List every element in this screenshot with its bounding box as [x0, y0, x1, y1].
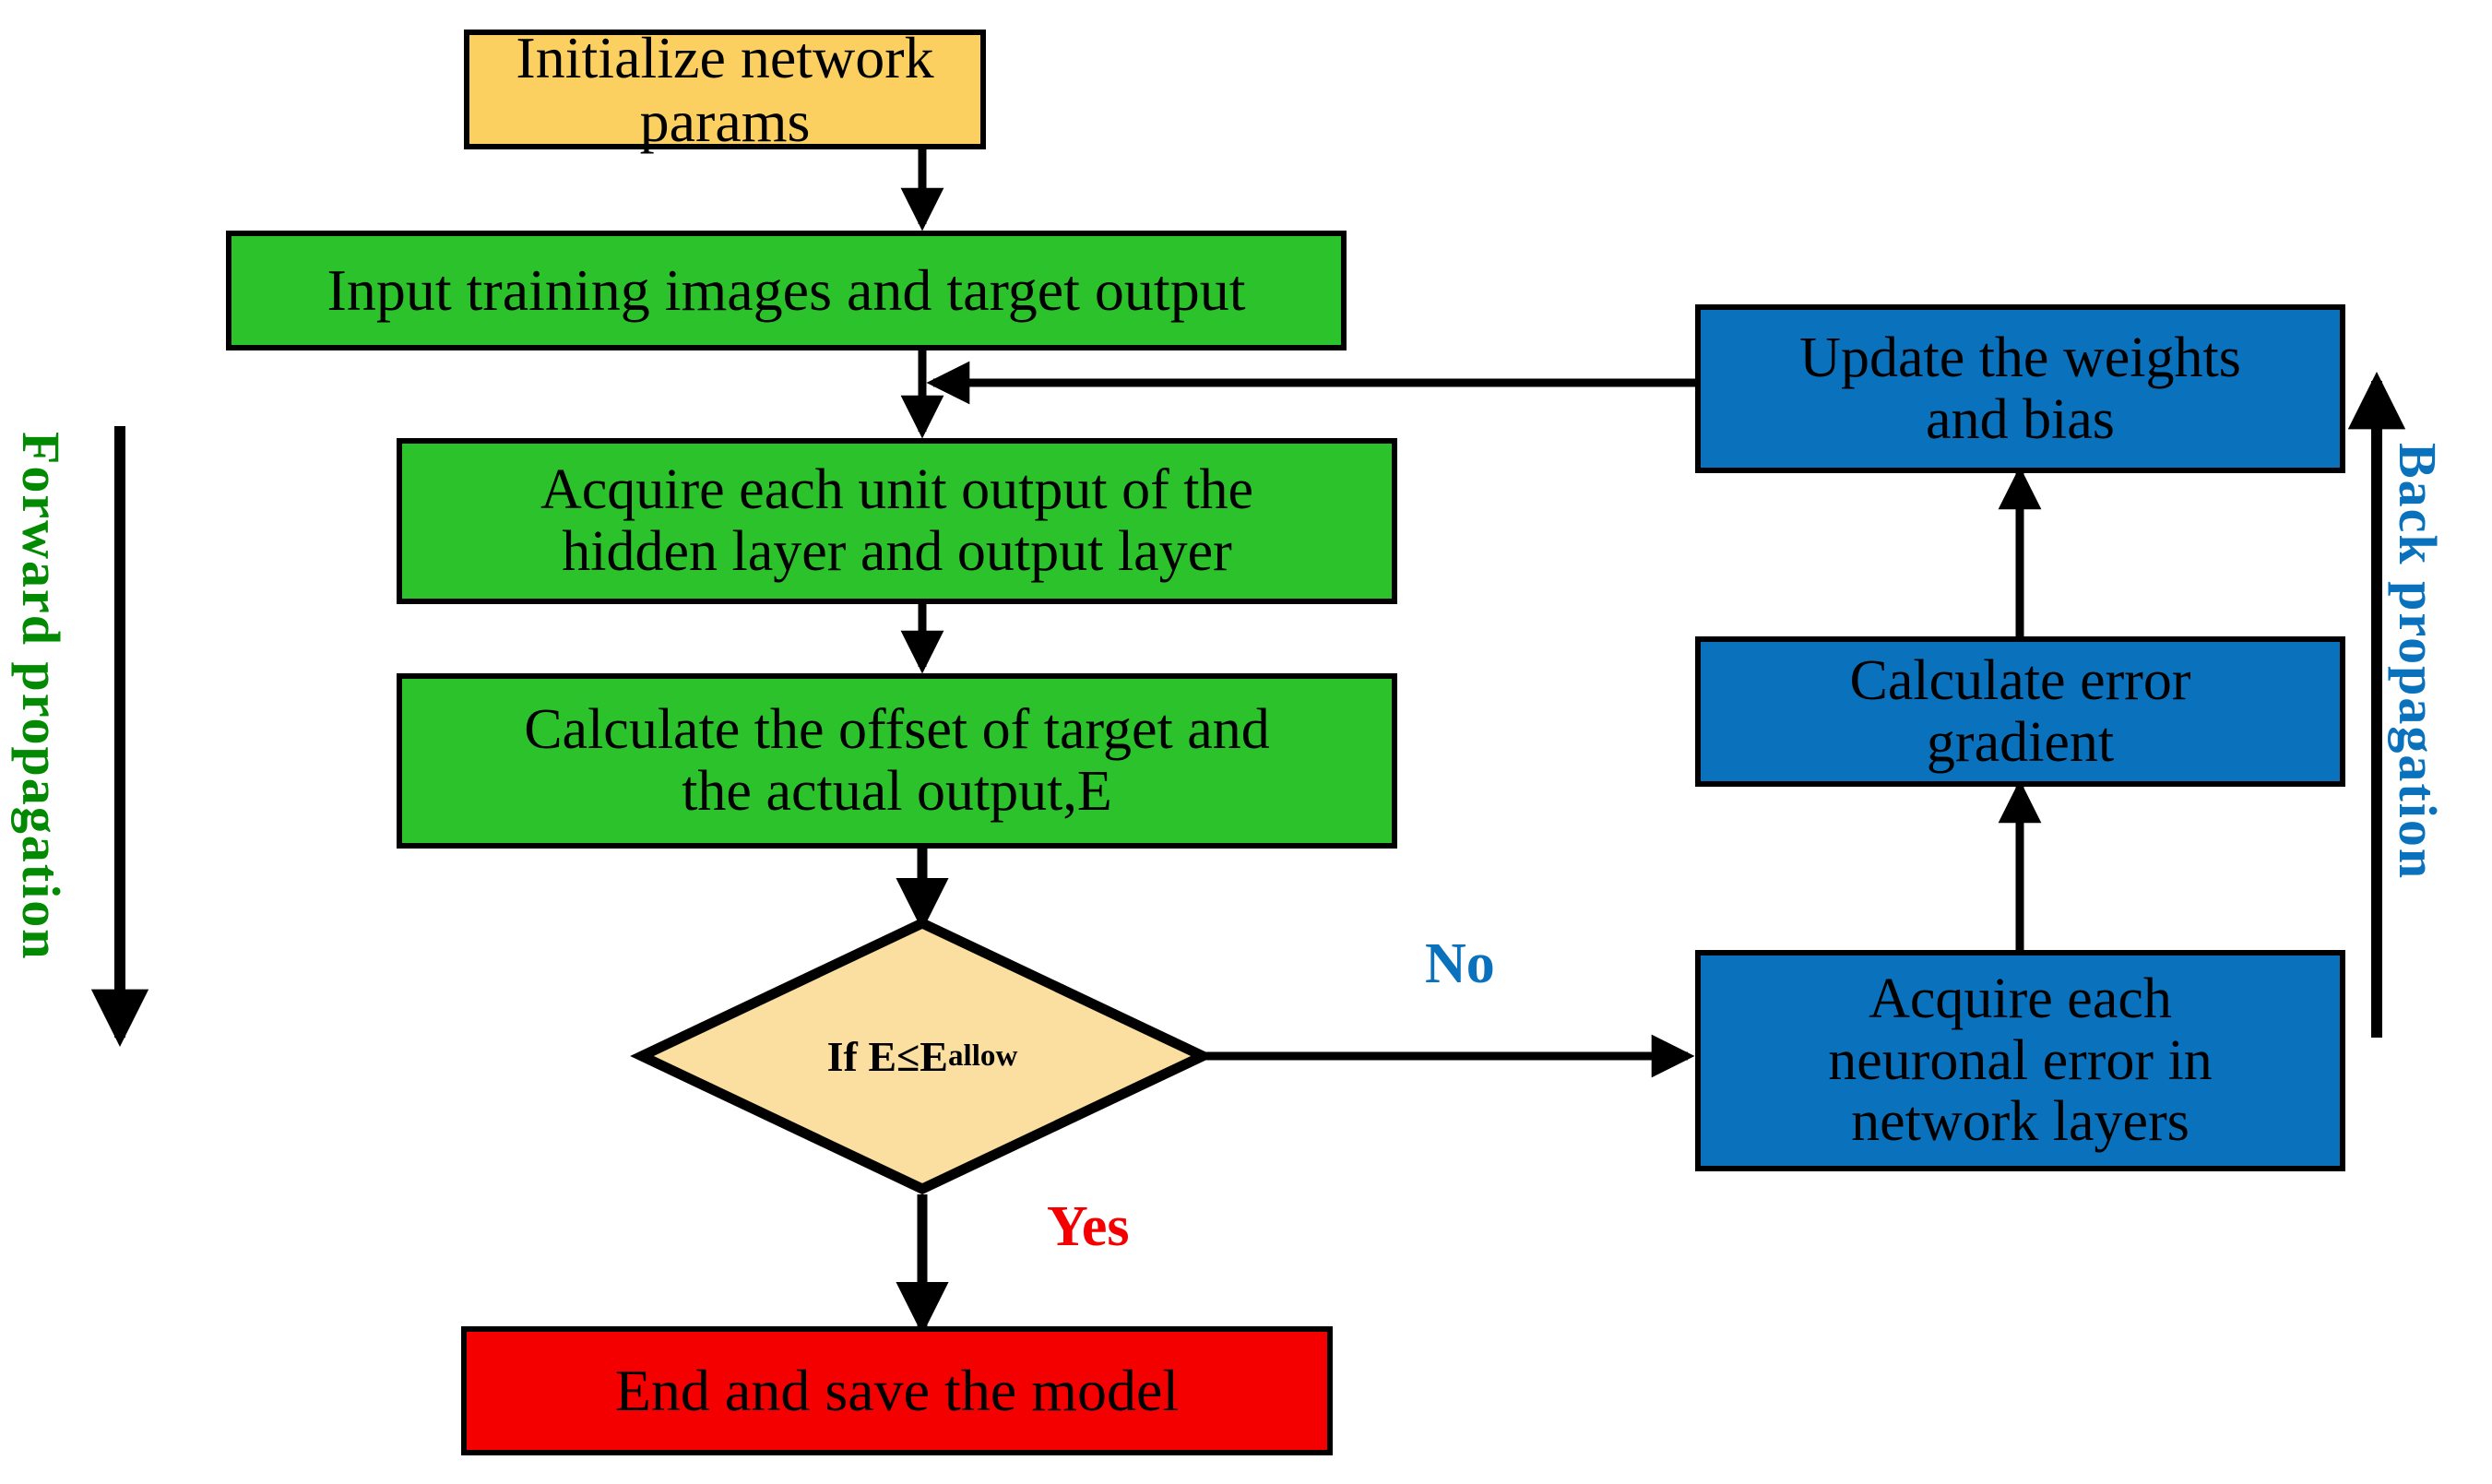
node-end-and-save-model[interactable]: End and save the model — [461, 1326, 1333, 1455]
node-calculate-offset[interactable]: Calculate the offset of target and the a… — [397, 673, 1397, 849]
decision-diamond-shape — [630, 917, 1215, 1195]
node-acquire-neuronal-error[interactable]: Acquire each neuronal error in network l… — [1695, 950, 2345, 1171]
branch-label-no: No — [1425, 932, 1495, 995]
label-forward-propagation: Forward propagation — [11, 432, 71, 961]
branch-label-yes: Yes — [1047, 1195, 1130, 1258]
node-initialize-network-params[interactable]: Initialize network params — [464, 26, 986, 153]
node-update-weights-and-bias[interactable]: Update the weights and bias — [1695, 304, 2345, 473]
label-back-propagation: Back propagation — [2388, 443, 2448, 881]
node-input-training-images[interactable]: Input training images and target output — [226, 231, 1347, 350]
node-acquire-unit-output[interactable]: Acquire each unit output of the hidden l… — [397, 438, 1397, 604]
node-calculate-error-gradient[interactable]: Calculate error gradient — [1695, 636, 2345, 787]
